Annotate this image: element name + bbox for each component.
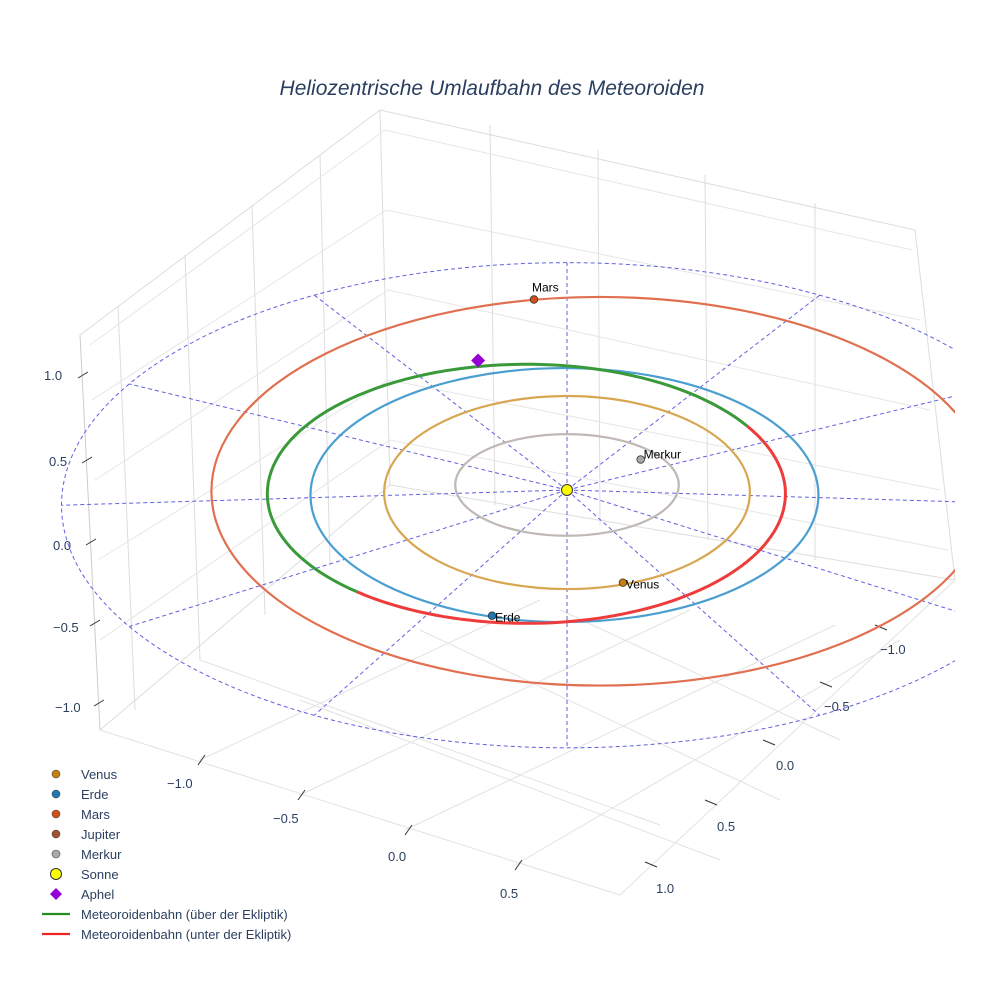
z-tick: 0.0 xyxy=(53,538,71,553)
legend-label: Jupiter xyxy=(81,827,121,842)
legend-label: Sonne xyxy=(81,867,119,882)
marker-aphel[interactable] xyxy=(471,353,486,368)
legend-label: Mars xyxy=(81,807,110,822)
legend-label: Meteoroidenbahn (unter der Ekliptik) xyxy=(81,927,291,942)
legend-item[interactable]: Erde xyxy=(51,787,108,802)
orbit-venus-bahn xyxy=(383,394,751,591)
marker-mars[interactable] xyxy=(529,295,539,304)
label-erde: Erde xyxy=(495,611,521,625)
x-tick: 0.0 xyxy=(388,849,406,864)
ecliptic-radial-line xyxy=(61,489,568,506)
grid-line xyxy=(99,579,956,896)
grid-line xyxy=(89,129,949,641)
axis-grid xyxy=(79,109,956,896)
label-mars: Mars xyxy=(532,281,559,295)
legend-diamond-icon xyxy=(50,888,62,900)
marker-sonne[interactable] xyxy=(561,484,573,496)
meteoroid-orbit-below xyxy=(356,424,787,625)
legend-label: Meteoroidenbahn (über der Ekliptik) xyxy=(81,907,288,922)
y-tick: −1.0 xyxy=(880,642,906,657)
orbit-mars-bahn xyxy=(210,295,955,687)
grid-line xyxy=(117,124,816,711)
legend-label: Venus xyxy=(81,767,118,782)
label-merkur: Merkur xyxy=(644,448,681,462)
ecliptic-radial-line xyxy=(313,489,568,716)
z-tick: −0.5 xyxy=(53,620,79,635)
legend-item[interactable]: Venus xyxy=(51,767,118,782)
ecliptic-ekliptik xyxy=(61,262,955,749)
ecliptic-radial-line xyxy=(129,383,568,491)
ecliptic-radial-line xyxy=(566,489,955,503)
ecliptic-radial-line xyxy=(566,489,821,716)
legend-dot-icon xyxy=(51,789,61,799)
legend-item[interactable]: Aphel xyxy=(50,887,114,902)
z-tick: 1.0 xyxy=(44,368,62,383)
legend-dot-icon xyxy=(51,809,61,819)
marker-venus[interactable] xyxy=(618,578,628,587)
legend-dot-icon xyxy=(51,849,61,859)
grid-line xyxy=(79,109,956,731)
legend-item[interactable]: Meteoroidenbahn (unter der Ekliptik) xyxy=(42,927,291,942)
legend: VenusErdeMarsJupiterMerkurSonneAphelMete… xyxy=(42,767,291,942)
z-tick: 0.5 xyxy=(49,454,67,469)
ecliptic-radial-line xyxy=(566,395,955,491)
chart-title: Heliozentrische Umlaufbahn des Meteoroid… xyxy=(280,77,705,100)
legend-label: Merkur xyxy=(81,847,122,862)
meteoroid-orbit-above xyxy=(265,362,749,594)
legend-dot-icon xyxy=(51,829,61,839)
y-tick: 1.0 xyxy=(656,881,674,896)
tick-mark xyxy=(77,371,888,871)
x-tick: −0.5 xyxy=(273,811,299,826)
legend-dot-icon xyxy=(51,769,61,779)
grid-line xyxy=(79,334,101,731)
legend-item[interactable]: Meteoroidenbahn (über der Ekliptik) xyxy=(42,907,288,922)
legend-label: Erde xyxy=(81,787,108,802)
y-tick: 0.0 xyxy=(776,758,794,773)
legend-item[interactable]: Jupiter xyxy=(51,827,121,842)
marker-merkur[interactable] xyxy=(636,455,645,464)
legend-sun-icon xyxy=(50,868,62,880)
legend-item[interactable]: Sonne xyxy=(50,867,119,882)
y-tick: −0.5 xyxy=(824,699,850,714)
legend-label: Aphel xyxy=(81,887,114,902)
ecliptic-radial-line xyxy=(566,294,821,491)
label-venus: Venus xyxy=(626,578,659,592)
y-tick: 0.5 xyxy=(717,819,735,834)
ecliptic-radial-line xyxy=(566,489,955,612)
axis-ticks: 1.0 0.5 0.0 −0.5 −1.0 −1.0 −0.5 0.0 0.5 … xyxy=(44,368,906,901)
x-tick: −1.0 xyxy=(167,776,193,791)
marker-erde[interactable] xyxy=(487,611,497,620)
legend-item[interactable]: Merkur xyxy=(51,847,122,862)
z-tick: −1.0 xyxy=(55,700,81,715)
ecliptic-radial-line xyxy=(313,294,568,491)
orbit-merkur-bahn xyxy=(454,433,680,537)
legend-item[interactable]: Mars xyxy=(51,807,110,822)
x-tick: 0.5 xyxy=(500,886,518,901)
